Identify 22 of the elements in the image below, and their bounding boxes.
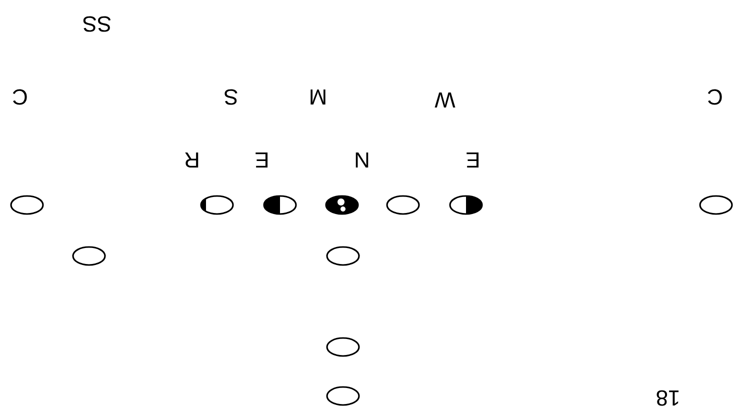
- player-oval: [325, 195, 359, 215]
- position-letter: N: [356, 152, 368, 168]
- position-letter: E: [256, 152, 268, 168]
- position-letter: C: [708, 89, 722, 105]
- player-oval: [263, 195, 297, 215]
- position-letter: 18: [656, 390, 679, 406]
- position-letter: C: [12, 89, 27, 105]
- player-oval: [326, 246, 360, 266]
- position-letter: E: [466, 152, 479, 168]
- position-letter: S: [224, 89, 238, 105]
- player-oval: [699, 195, 733, 215]
- position-letter: R: [185, 152, 198, 168]
- player-oval: [326, 386, 360, 406]
- position-letter: SS: [83, 16, 111, 32]
- player-oval: [326, 337, 360, 357]
- player-oval: [72, 246, 106, 266]
- position-letter: M: [310, 89, 326, 105]
- position-letter: W: [434, 92, 456, 108]
- player-oval: [386, 195, 420, 215]
- player-oval: [200, 195, 234, 215]
- player-oval: [10, 195, 44, 215]
- player-oval: [449, 195, 483, 215]
